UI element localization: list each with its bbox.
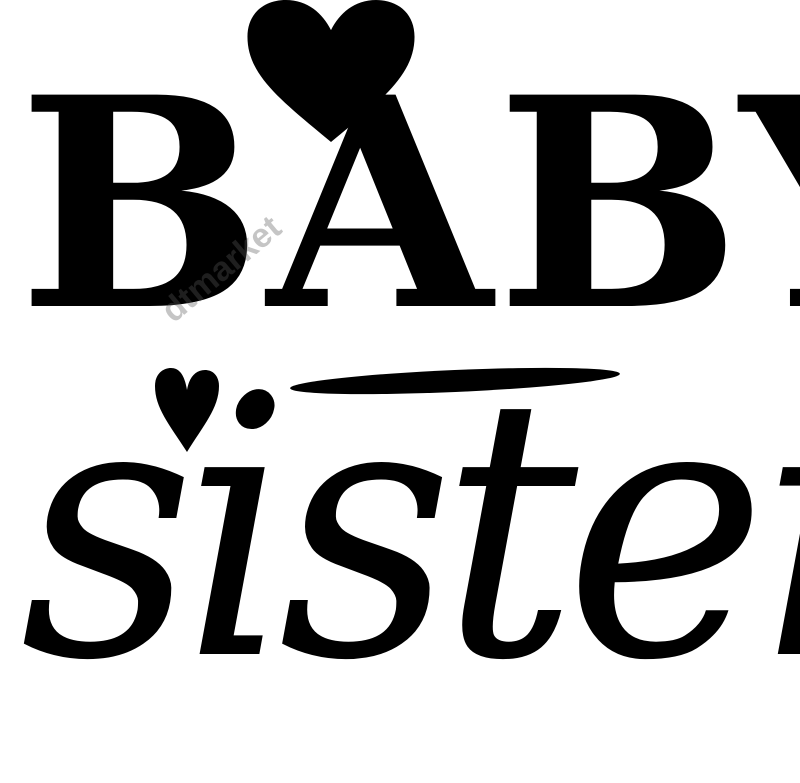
- large-heart-icon: [247, 0, 415, 142]
- sister-script: sister: [20, 320, 800, 739]
- small-heart-icon: [155, 368, 219, 452]
- baby-title: BABY: [18, 35, 800, 375]
